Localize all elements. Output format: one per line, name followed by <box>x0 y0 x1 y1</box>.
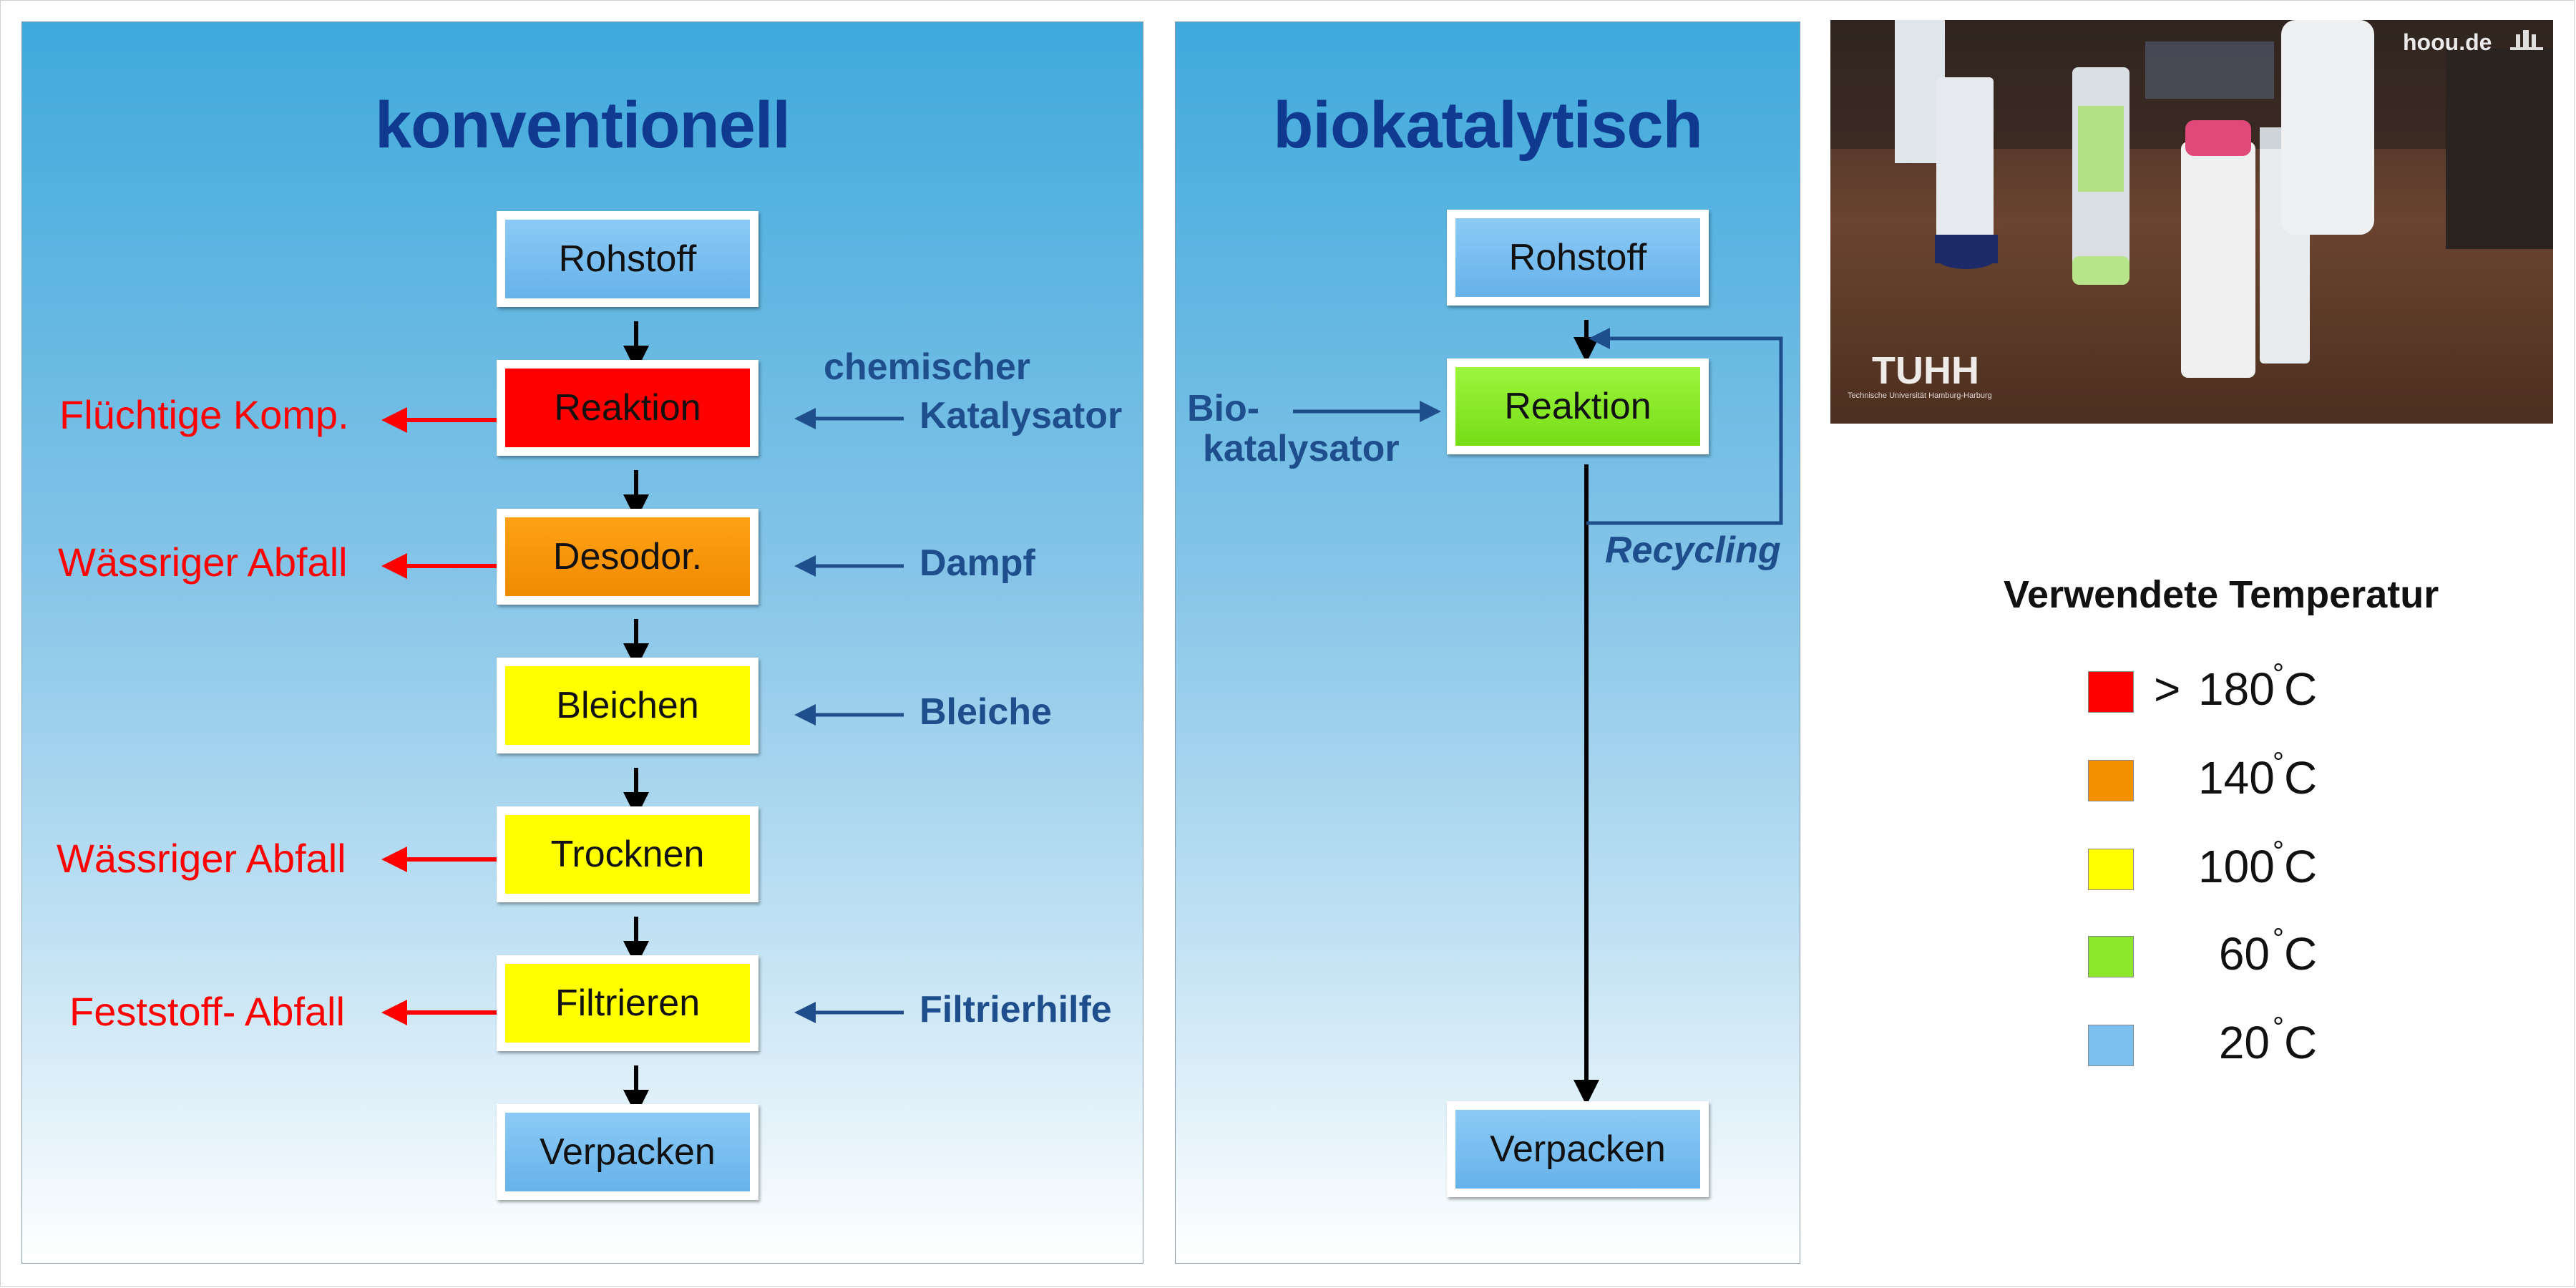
legend-title: Verwendete Temperatur <box>2004 573 2439 616</box>
input-arrows <box>794 408 904 1023</box>
step-rohstoff: Rohstoff <box>497 211 758 307</box>
step-trocknen: Trocknen <box>497 806 758 902</box>
legend-unit: C <box>2284 1017 2318 1068</box>
step-filtrieren: Filtrieren <box>497 955 758 1051</box>
legend-unit: C <box>2284 841 2318 892</box>
legend-swatch-60 <box>2088 936 2134 977</box>
legend-symbol: > <box>2154 663 2181 715</box>
tuhh-logo: TUHH <box>1872 349 1979 392</box>
degree-symbol: ° <box>2273 747 2284 779</box>
legend-value: 180 <box>2198 663 2275 715</box>
conventional-title: konventionell <box>375 89 791 162</box>
legend-unit: C <box>2284 928 2318 980</box>
legend-value: 20 <box>2218 1017 2270 1068</box>
bio-step-reaktion: Reaktion <box>1447 358 1709 454</box>
hoou-castle-icon <box>2510 30 2543 50</box>
degree-symbol: ° <box>2273 923 2284 955</box>
photo-illustration: TUHH Technische Universität Hamburg-Harb… <box>1830 20 2553 424</box>
product-photo: TUHH Technische Universität Hamburg-Harb… <box>1830 20 2553 424</box>
legend-unit: C <box>2284 663 2318 715</box>
legend-item-20: 20°C <box>2154 1012 2318 1069</box>
recycling-label: Recycling <box>1605 530 1781 571</box>
conventional-process-panel: konventionell <box>21 21 1143 1264</box>
input-label-filtrierhilfe: Filtrierhilfe <box>919 989 1112 1030</box>
step-verpacken: Verpacken <box>497 1104 758 1200</box>
legend-swatch-20 <box>2088 1025 2134 1066</box>
bottle <box>2281 20 2374 235</box>
biocatalytic-arrows <box>1293 320 1783 1106</box>
waste-label-waessrig-2: Wässriger Abfall <box>57 836 346 881</box>
legend-item-180: >180°C <box>2154 658 2318 716</box>
waste-label-waessrig-1: Wässriger Abfall <box>58 540 348 585</box>
legend-swatch-180 <box>2088 671 2134 713</box>
input-label-katalysator: Katalysator <box>919 395 1123 436</box>
hoou-brand: hoou.de <box>2403 29 2492 55</box>
legend-value: 140 <box>2198 752 2275 804</box>
legend-value: 100 <box>2198 841 2275 892</box>
conventional-arrows <box>381 321 904 1116</box>
legend-swatch-140 <box>2088 760 2134 801</box>
input-label-katalysator-bio: katalysator <box>1203 428 1400 469</box>
step-desodor: Desodor. <box>497 509 758 605</box>
biocatalytic-title: biokatalytisch <box>1273 89 1703 162</box>
input-label-dampf: Dampf <box>919 542 1035 584</box>
legend-unit: C <box>2284 752 2318 804</box>
input-label-bleiche: Bleiche <box>919 691 1052 733</box>
degree-symbol: ° <box>2273 1012 2284 1043</box>
legend-item-140: 140°C <box>2154 747 2318 804</box>
waste-arrows <box>381 407 500 1025</box>
degree-symbol: ° <box>2273 836 2284 867</box>
legend-item-60: 60°C <box>2154 923 2318 980</box>
input-label-bio: Bio- <box>1187 388 1260 429</box>
biocatalytic-process-panel: biokatalytisch Rohstoff Reaktion Verpack… <box>1175 21 1800 1264</box>
degree-symbol: ° <box>2273 658 2284 690</box>
bio-step-rohstoff: Rohstoff <box>1447 210 1709 306</box>
input-label-chemischer: chemischer <box>824 346 1031 388</box>
tuhh-logo-subtitle: Technische Universität Hamburg-Harburg <box>1848 391 1992 400</box>
waste-label-fluechtige: Flüchtige Komp. <box>59 392 349 437</box>
waste-label-feststoff: Feststoff- Abfall <box>69 989 345 1034</box>
step-bleichen: Bleichen <box>497 658 758 753</box>
recycling-loop-arrow <box>1586 328 1783 525</box>
bio-step-verpacken: Verpacken <box>1447 1101 1709 1197</box>
legend-value: 60 <box>2218 928 2270 980</box>
tube <box>1936 77 1994 249</box>
step-reaktion: Reaktion <box>497 360 758 456</box>
bottle <box>2181 142 2255 378</box>
legend-swatch-100 <box>2088 849 2134 890</box>
legend-item-100: 100°C <box>2154 836 2318 893</box>
